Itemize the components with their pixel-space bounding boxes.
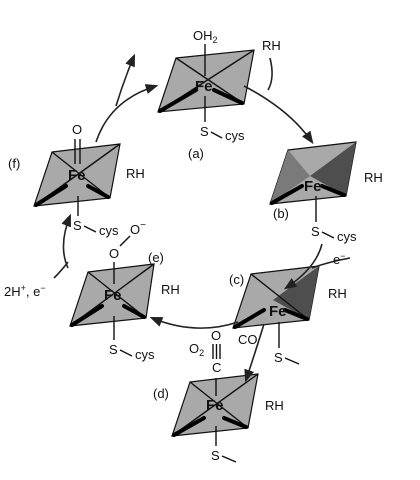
- wedge-e1: [70, 304, 104, 327]
- substrate-c: RH: [328, 286, 347, 301]
- iron-b: Fe: [304, 178, 322, 195]
- sulfur-a: S: [200, 124, 209, 139]
- wedge-c1: [233, 308, 266, 329]
- label-b: (b): [273, 206, 289, 221]
- sulfur-d: S: [211, 448, 220, 463]
- wedge-b1: [270, 184, 304, 205]
- heme-shade-b: [310, 142, 356, 196]
- arrow-product-out: [115, 53, 135, 107]
- arrow-b-to-c: [283, 243, 323, 290]
- oxygen1-e: O: [109, 246, 119, 261]
- complex-d: Fe C O S RH (d): [153, 328, 284, 463]
- sulfur-c: S: [274, 350, 283, 365]
- cys-b: cys: [337, 229, 357, 244]
- porphyrin-line-a1: [175, 57, 245, 105]
- iron-c: Fe: [269, 303, 287, 320]
- arrow-electron-in: [311, 257, 351, 269]
- oxygen2-e: O−: [130, 220, 146, 237]
- reagent-protons: 2H+, e−: [4, 283, 46, 299]
- complex-e: Fe O O− S cys RH (e): [69, 220, 180, 362]
- arrow-protons-in: [53, 261, 69, 279]
- reagent-co: CO: [238, 332, 258, 347]
- wedge-a1: [158, 88, 198, 113]
- wedge-f2: [86, 184, 110, 199]
- arrow-rh-in: [267, 57, 273, 91]
- wedge-d1: [172, 416, 206, 437]
- sulfur-f: S: [73, 218, 82, 233]
- oxygen-f: O: [72, 122, 82, 137]
- thiolate-d: [221, 455, 237, 463]
- wedge-f1: [34, 184, 68, 207]
- wedge-d2: [222, 416, 248, 429]
- heme-shade-b2: [270, 150, 310, 204]
- cycle-arrows: RH e− CO O2 2H+, e−: [4, 38, 351, 383]
- iron-f: Fe: [68, 167, 86, 184]
- cys-bond-b: [321, 231, 335, 239]
- label-a: (a): [188, 146, 204, 161]
- porphyrin-line-e1: [87, 271, 147, 319]
- arrow-c-to-e: [149, 317, 239, 329]
- wedge-e2: [122, 304, 146, 319]
- thiolate-c: [284, 357, 300, 365]
- porphyrin-line-f1: [51, 151, 111, 199]
- complex-b: Fe S cys RH (b): [269, 141, 383, 244]
- porphyrin-line-d2: [171, 373, 259, 437]
- arrow-c-to-d: [244, 323, 265, 383]
- arrow-f-to-a: [95, 84, 159, 143]
- carbon-d: C: [212, 360, 221, 375]
- cys-bond-a: [210, 131, 223, 139]
- label-f: (f): [8, 156, 20, 171]
- oxygen-d: O: [211, 328, 221, 343]
- sulfur-e: S: [109, 342, 118, 357]
- iron-a: Fe: [195, 78, 213, 95]
- cys-bond-f: [83, 225, 97, 233]
- arrow-a-to-b: [243, 85, 314, 145]
- reagent-rh: RH: [262, 38, 281, 53]
- iron-d: Fe: [206, 397, 224, 414]
- arrow-e-to-f: [61, 213, 71, 269]
- reagent-oxygen: O2: [189, 341, 204, 358]
- cys-a: cys: [225, 128, 245, 143]
- wedge-c2: [283, 308, 309, 321]
- porphyrin-line-d1: [189, 381, 249, 429]
- complex-a: OH2 Fe S cys (a): [157, 28, 255, 161]
- wedge-a2: [212, 88, 244, 105]
- substrate-f: RH: [126, 166, 145, 181]
- bond-o-o-e: [119, 235, 131, 247]
- reagent-electron: e−: [333, 251, 346, 267]
- substrate-b: RH: [364, 170, 383, 185]
- wedge-b2: [320, 184, 346, 197]
- label-d: (d): [153, 386, 169, 401]
- heme-shade-c: [273, 266, 319, 320]
- water-ligand: OH2: [193, 28, 218, 45]
- iron-e: Fe: [104, 287, 122, 304]
- complex-f: Fe O S cys RH (f): [8, 122, 145, 238]
- sulfur-b: S: [311, 224, 320, 239]
- porphyrin-line-c1: [250, 273, 310, 321]
- substrate-d: RH: [265, 398, 284, 413]
- cys-bond-e: [119, 349, 133, 357]
- complex-c: Fe S RH (c): [229, 265, 347, 365]
- label-c: (c): [229, 272, 244, 287]
- substrate-e: RH: [161, 282, 180, 297]
- cys-e: cys: [135, 347, 155, 362]
- label-e: (e): [148, 250, 164, 265]
- cys-f: cys: [99, 223, 119, 238]
